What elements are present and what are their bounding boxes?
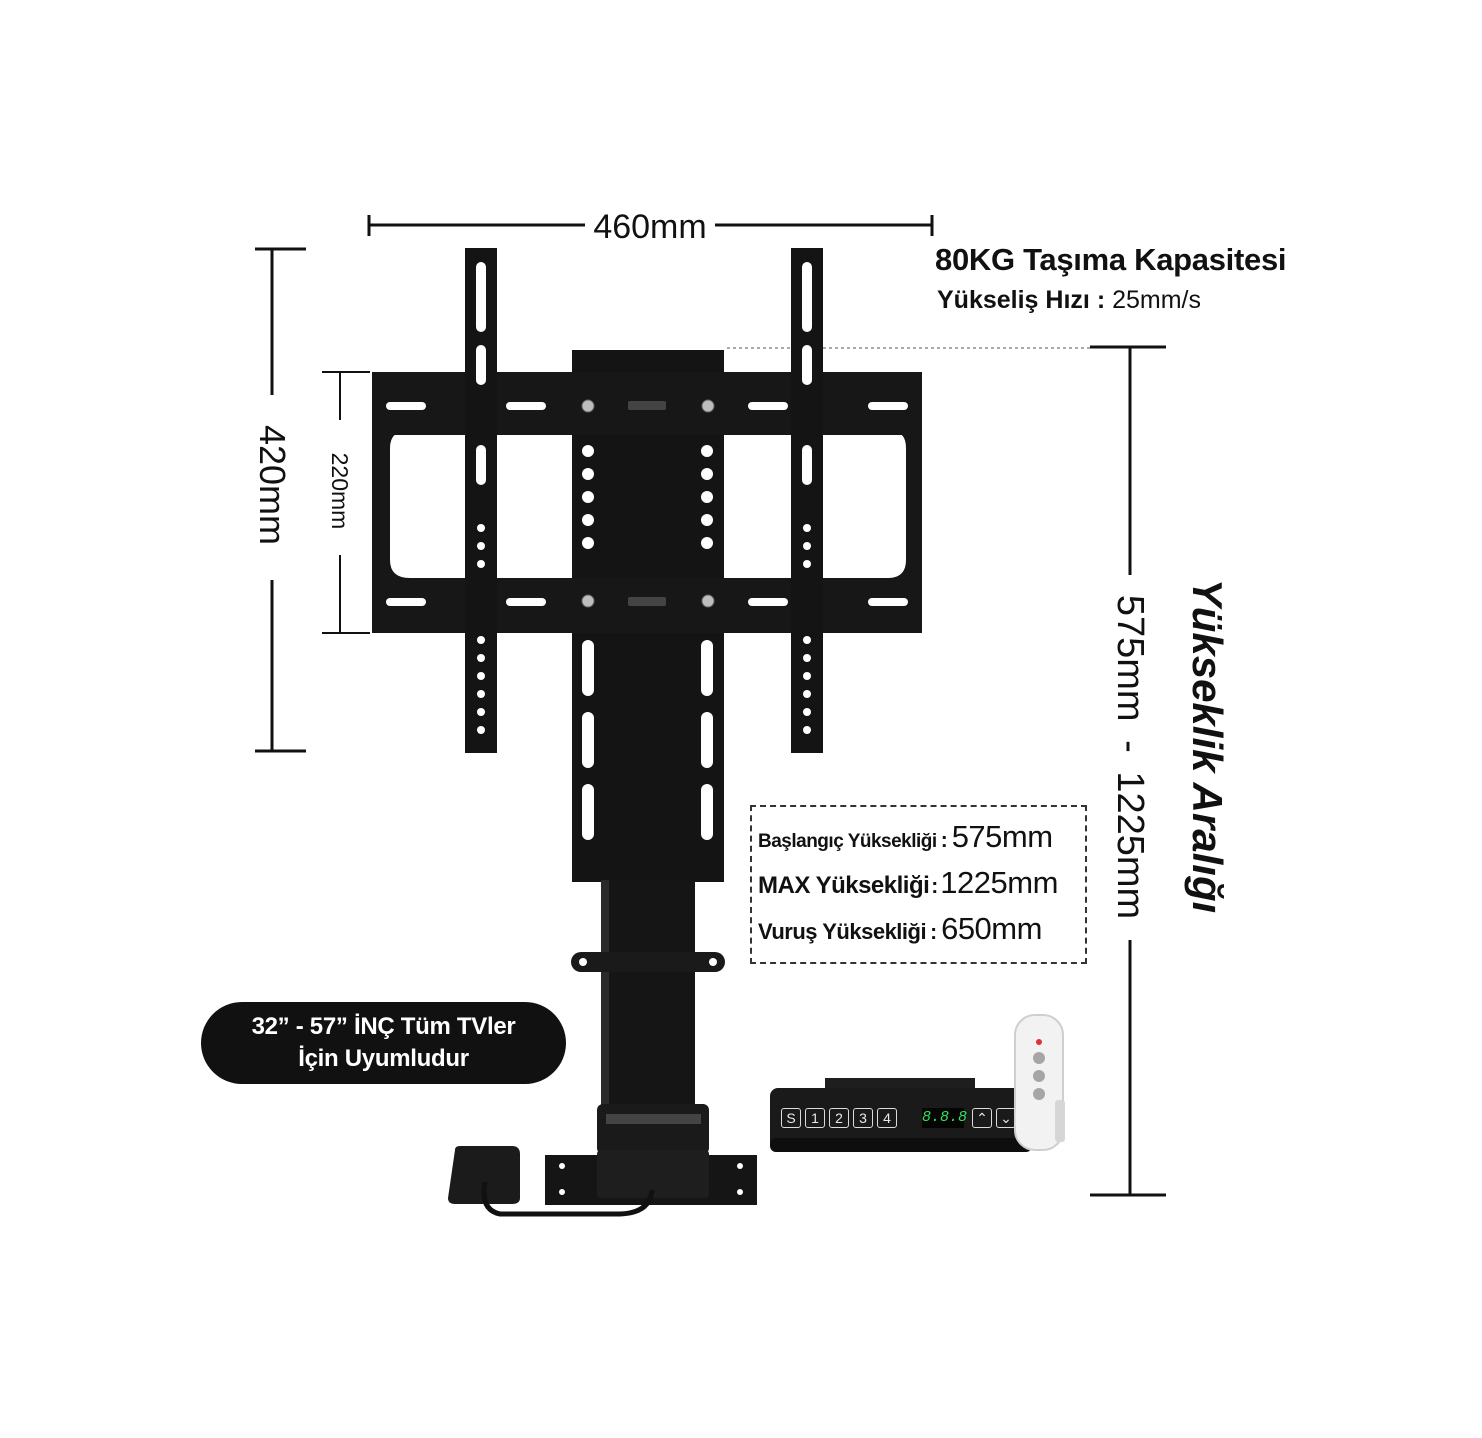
spec-label: Vuruş Yüksekliği — [758, 919, 927, 944]
key-button: 3 — [853, 1108, 873, 1128]
vertical-mount-arm-left — [465, 248, 497, 753]
spec-value: 1225mm — [940, 865, 1058, 900]
vertical-mount-arm-right — [791, 248, 823, 753]
lift-column-holes — [582, 423, 713, 840]
height-range-sep: - — [1109, 740, 1151, 753]
key-button: S — [781, 1108, 801, 1128]
up-arrow-icon: ⌃ — [972, 1108, 992, 1128]
lift-speed: Yükseliş Hızı : 25mm/s — [937, 284, 1201, 316]
key-button: 2 — [829, 1108, 849, 1128]
height-range-dimension-line — [1090, 345, 1166, 1197]
key-button: 4 — [877, 1108, 897, 1128]
spec-row: Vuruş Yüksekliği : 650mm — [758, 911, 1042, 947]
power-control-box — [448, 1146, 655, 1217]
lift-speed-sep: : — [1096, 286, 1106, 314]
spec-row: MAX Yüksekliği : 1225mm — [758, 865, 1058, 901]
key-button: 1 — [805, 1108, 825, 1128]
outer-height-dimension-label: 420mm — [252, 395, 293, 575]
inner-height-dimension-label: 220mm — [327, 431, 353, 551]
down-arrow-icon: ⌄ — [996, 1108, 1016, 1128]
remote-control — [1014, 1014, 1065, 1151]
width-dimension-label: 460mm — [585, 207, 715, 247]
compatibility-line-2: İçin Uyumludur — [298, 1045, 469, 1072]
lift-speed-label: Yükseliş Hızı — [937, 286, 1090, 314]
lift-speed-value: 25mm/s — [1112, 286, 1201, 314]
tv-mount-frame — [372, 372, 922, 633]
control-panel — [770, 1078, 1032, 1152]
spec-sep: : — [931, 875, 939, 898]
spec-sep: : — [930, 921, 938, 944]
spec-sep: : — [940, 829, 948, 852]
spec-row: Başlangıç Yüksekliği : 575mm — [758, 819, 1053, 855]
control-panel-keys: S 1 2 3 4 — [781, 1108, 897, 1128]
height-spec-box: Başlangıç Yüksekliği : 575mm MAX Yüksekl… — [750, 805, 1087, 964]
outer-height-dimension-line — [255, 247, 306, 753]
control-panel-display: 8.8.8 — [922, 1108, 968, 1128]
width-dimension-line — [367, 215, 934, 236]
spec-label: Başlangıç Yüksekliği — [758, 831, 937, 852]
compatibility-line-1: 32” - 57” İNÇ Tüm TVler — [251, 1013, 516, 1040]
lift-column — [545, 350, 757, 1205]
spec-value: 575mm — [951, 819, 1053, 854]
load-capacity-title: 80KG Taşıma Kapasitesi — [935, 242, 1287, 277]
height-range-min: 575mm — [1109, 594, 1151, 722]
spec-value: 650mm — [941, 911, 1042, 946]
height-range-max: 1225mm — [1109, 771, 1151, 920]
spec-label: MAX Yüksekliği — [758, 872, 930, 899]
tv-compatibility-badge: 32” - 57” İNÇ Tüm TVler İçin Uyumludur — [201, 1002, 566, 1084]
inner-height-dimension-line — [322, 371, 370, 634]
control-panel-arrows: ⌃ ⌄ — [972, 1108, 1016, 1128]
